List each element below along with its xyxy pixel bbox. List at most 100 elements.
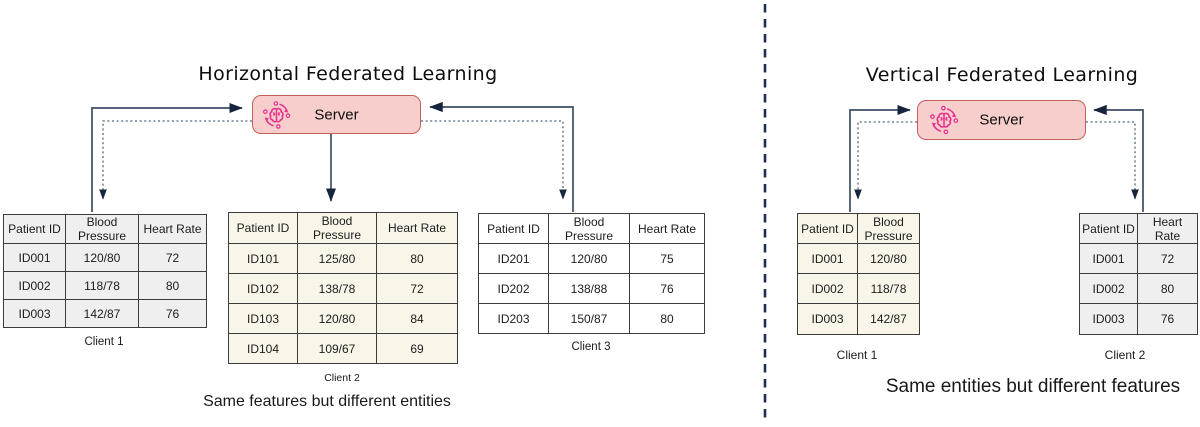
table-cell: ID002 <box>797 273 858 304</box>
table-row: ID001 120/80 <box>797 243 920 274</box>
arrow-server-to-client3-left <box>421 120 567 200</box>
table-cell: ID202 <box>478 273 549 304</box>
arrow-server-to-client1-left <box>99 120 252 200</box>
table-cell: 84 <box>376 303 458 334</box>
table-client1-right: Patient ID Blood Pressure ID001 120/80 I… <box>797 213 920 335</box>
table-cell: 118/78 <box>857 273 920 304</box>
left-section-title: Horizontal Federated Learning <box>198 63 498 85</box>
table-cell: 109/67 <box>297 333 377 364</box>
table-cell: 72 <box>376 273 458 304</box>
table-cell: 138/78 <box>297 273 377 304</box>
table-cell: 76 <box>629 273 705 304</box>
table-cell: 80 <box>629 303 705 334</box>
table-cell: ID003 <box>1079 303 1138 335</box>
table-cell: 76 <box>138 299 207 328</box>
table-cell: ID002 <box>1079 273 1138 304</box>
column-header: Heart Rate <box>138 214 207 244</box>
table-row: ID201 120/80 75 <box>478 243 705 274</box>
table-cell: 72 <box>138 243 207 272</box>
table-row: ID003 142/87 76 <box>3 299 207 328</box>
table-cell: 120/80 <box>65 243 139 272</box>
table-cell: ID201 <box>478 243 549 274</box>
column-header: Heart Rate <box>1137 213 1198 244</box>
left-section-caption: Same features but different entities <box>203 393 451 410</box>
table-row: ID103 120/80 84 <box>228 303 458 334</box>
table-cell: 75 <box>629 243 705 274</box>
table-cell: ID003 <box>797 303 858 335</box>
table-cell: 125/80 <box>297 243 377 274</box>
table-cell: 80 <box>138 271 207 300</box>
server-node-right: Server <box>917 100 1086 140</box>
table-cell: 120/80 <box>548 243 630 274</box>
column-header: Patient ID <box>228 212 298 244</box>
right-section-title: Vertical Federated Learning <box>865 64 1139 86</box>
table-row: ID003 76 <box>1079 303 1198 335</box>
server-node-left: Server <box>252 95 421 134</box>
table-cell: ID001 <box>1079 243 1138 274</box>
table-cell: 142/87 <box>857 303 920 335</box>
table-client1-left: Patient ID Blood Pressure Heart Rate ID0… <box>3 214 207 328</box>
client2-label-left: Client 2 <box>324 372 360 384</box>
client1-label-right: Client 1 <box>836 348 878 362</box>
column-header: Patient ID <box>3 214 66 244</box>
table-cell: ID102 <box>228 273 298 304</box>
column-header: Blood Pressure <box>65 214 139 244</box>
table-row: ID002 118/78 <box>797 273 920 304</box>
table-row: ID104 109/67 69 <box>228 333 458 364</box>
arrow-client1-to-server-right <box>849 104 911 212</box>
table-client3-left: Patient ID Blood Pressure Heart Rate ID2… <box>478 213 705 334</box>
server-label: Server <box>979 111 1024 129</box>
table-cell: 118/78 <box>65 271 139 300</box>
table-cell: ID002 <box>3 271 66 300</box>
table-row: ID001 72 <box>1079 243 1198 274</box>
table-row: ID102 138/78 72 <box>228 273 458 304</box>
column-header: Blood Pressure <box>297 212 377 244</box>
table-cell: 80 <box>376 243 458 274</box>
table-cell: 120/80 <box>297 303 377 334</box>
federated-brain-icon <box>263 100 291 129</box>
arrow-server-to-client1-right <box>854 121 917 200</box>
table-row: ID203 150/87 80 <box>478 303 705 334</box>
table-row: ID101 125/80 80 <box>228 243 458 274</box>
column-header: Blood Pressure <box>857 213 920 244</box>
table-row: ID002 80 <box>1079 273 1198 304</box>
table-row: ID001 120/80 72 <box>3 243 207 272</box>
column-header: Heart Rate <box>629 213 705 244</box>
table-cell: ID203 <box>478 303 549 334</box>
table-cell: ID101 <box>228 243 298 274</box>
federated-brain-icon <box>930 105 959 135</box>
arrow-server-to-client2-right <box>1086 121 1139 200</box>
table-cell: 69 <box>376 333 458 364</box>
column-header: Blood Pressure <box>548 213 630 244</box>
arrow-client3-to-server-left <box>429 101 574 212</box>
table-client2-left: Patient ID Blood Pressure Heart Rate ID1… <box>228 212 458 364</box>
right-section-caption: Same entities but different features <box>885 376 1181 397</box>
table-cell: 150/87 <box>548 303 630 334</box>
table-row: ID003 142/87 <box>797 303 920 335</box>
table-cell: 142/87 <box>65 299 139 328</box>
table-client2-right: Patient ID Heart Rate ID001 72 ID002 80 … <box>1079 213 1198 335</box>
server-label: Server <box>314 106 359 123</box>
table-cell: 76 <box>1137 303 1198 335</box>
table-row: ID202 138/88 76 <box>478 273 705 304</box>
arrow-client2-to-server-right <box>1093 104 1144 212</box>
table-cell: ID003 <box>3 299 66 328</box>
table-cell: ID001 <box>797 243 858 274</box>
table-cell: 72 <box>1137 243 1198 274</box>
table-cell: ID001 <box>3 243 66 272</box>
table-row: ID002 118/78 80 <box>3 271 207 300</box>
table-cell: ID104 <box>228 333 298 364</box>
column-header: Patient ID <box>1079 213 1138 244</box>
table-cell: 138/88 <box>548 273 630 304</box>
client3-label-left: Client 3 <box>571 341 611 353</box>
table-cell: 80 <box>1137 273 1198 304</box>
column-header: Heart Rate <box>376 212 458 244</box>
table-cell: 120/80 <box>857 243 920 274</box>
table-cell: ID103 <box>228 303 298 334</box>
client2-label-right: Client 2 <box>1104 348 1146 362</box>
column-header: Patient ID <box>797 213 858 244</box>
client1-label-left: Client 1 <box>84 336 124 348</box>
arrow-client1-to-server-left <box>91 102 243 212</box>
